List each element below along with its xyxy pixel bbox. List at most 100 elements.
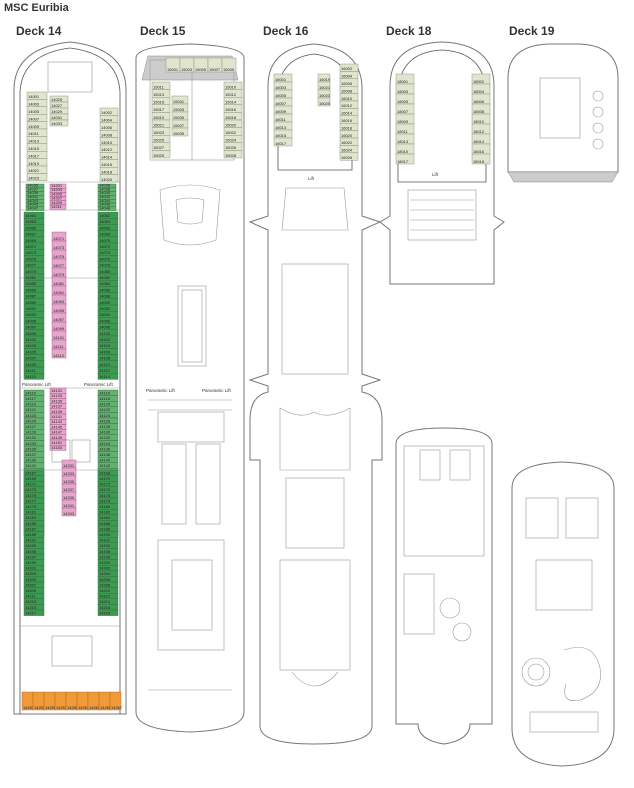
cabin-number: 14075 [25, 256, 37, 261]
cabin-number: 14216 [99, 605, 111, 610]
cabin-number: 15028 [225, 153, 237, 158]
deck-16-label: Deck 16 [263, 24, 309, 38]
cabin-number: 18010 [473, 119, 485, 124]
cabin-number: 14170 [99, 476, 111, 481]
cabin-number: 14192 [99, 538, 111, 543]
cabin-number: 14066 [99, 225, 111, 230]
cabin-number: 18014 [473, 139, 485, 144]
cabin-number: 14196 [99, 549, 111, 554]
cabin-number: 14101 [53, 335, 65, 340]
cabin-number: 14117 [25, 396, 37, 401]
cabin-number: 14086 [99, 287, 111, 292]
cabin-15039[interactable] [171, 127, 189, 137]
cabin-number: 14089 [25, 300, 37, 305]
panoramic-lift-label-14r: Panoramic Lift [84, 382, 114, 387]
cabin-number: 16012 [341, 103, 353, 108]
cabin-number: 14062 [99, 213, 111, 218]
cabin-number: 14231 [63, 463, 75, 468]
cabin-number: 14012 [101, 147, 113, 152]
deck-14-label: Deck 14 [16, 24, 62, 38]
cabin-number: 14205 [25, 577, 37, 582]
cabin-number: 14132 [99, 435, 111, 440]
cabin-14033[interactable] [49, 119, 69, 127]
cabin-number: 14142 [99, 463, 111, 468]
cabin-number: 14135 [51, 398, 63, 403]
cabin-number: 18016 [473, 149, 485, 154]
cabin-number: 15010 [225, 84, 237, 89]
cabin-number: 14076 [99, 256, 111, 261]
cabin-number: 14044 [99, 198, 111, 203]
cabin-14020[interactable] [99, 174, 119, 183]
cabin-number: 14016 [101, 162, 113, 167]
cabin-number: 14013 [28, 139, 40, 144]
cabin-16017[interactable] [273, 137, 293, 147]
cabin-number: 14140 [99, 458, 111, 463]
cabin-14023[interactable] [26, 173, 48, 181]
cabin-number: 14047 [27, 205, 39, 210]
cabin-number: 14149 [51, 435, 63, 440]
cabin-number: 14083 [25, 281, 37, 286]
cabin-number: 14077 [53, 263, 65, 268]
cabin-number: 14138 [99, 452, 111, 457]
cabin-number: 16024 [341, 148, 353, 153]
cabin-number: 18006 [473, 99, 485, 104]
deck-14-plan[interactable]: 1400114003140051400714009140111401314015… [13, 41, 127, 715]
cabin-14114[interactable] [97, 373, 119, 380]
cabin-number: 14079 [53, 272, 65, 277]
cabin-number: 14099 [25, 331, 37, 336]
cabin-14048[interactable] [97, 206, 117, 211]
cabin-14047[interactable] [25, 206, 45, 211]
panoramic-lift-label-15l: Panoramic Lift [146, 388, 176, 393]
cabin-14113[interactable] [23, 373, 45, 380]
cabin-number: 14095 [25, 318, 37, 323]
cabin-18017[interactable] [395, 153, 415, 165]
cabin-number: 15037 [173, 123, 185, 128]
cabin-14218[interactable] [97, 609, 119, 616]
cabin-14113[interactable] [51, 348, 67, 359]
cabin-14153[interactable] [49, 445, 67, 451]
cabin-number: 14235 [63, 479, 75, 484]
deck-16-plan[interactable]: 1600116003160051600716009160111601316015… [248, 43, 383, 745]
cabin-number: 14153 [51, 445, 63, 450]
cabin-number: 15013 [153, 92, 165, 97]
deck-18-plan[interactable]: 1800118003180051800718009180111801318015… [379, 41, 505, 745]
cabin-number: 14040 [99, 190, 111, 195]
cabin-15029[interactable] [151, 150, 171, 159]
cabin-number: 14099 [53, 326, 65, 331]
cabin-number: 15031 [173, 99, 185, 104]
cabin-number: 14121 [25, 407, 37, 412]
cabin-number: 14093 [25, 312, 37, 317]
cabin-number: 18008 [473, 109, 485, 114]
cabin-number: 15020 [225, 122, 237, 127]
cabin-number: 14073 [25, 250, 37, 255]
cabin-number: 14133 [25, 441, 37, 446]
cabin-number: 16018 [341, 125, 353, 130]
cabin-16026[interactable] [339, 152, 359, 161]
cabin-number: 16023 [319, 93, 331, 98]
cabin-number: 14255 [45, 705, 57, 710]
cabin-number: 14168 [99, 470, 111, 475]
cabin-number: 14073 [53, 245, 65, 250]
cabin-number: 14207 [25, 582, 37, 587]
cabin-14243[interactable] [61, 507, 77, 517]
cabin-number: 14261 [78, 705, 90, 710]
cabin-number: 15009 [223, 67, 235, 72]
cabin-15009[interactable] [221, 57, 237, 73]
cabin-15028[interactable] [223, 150, 243, 159]
cabin-number: 14173 [25, 487, 37, 492]
cabin-16025[interactable] [317, 97, 331, 107]
cabin-14211[interactable] [49, 204, 67, 210]
deck-19-plan[interactable] [507, 43, 619, 767]
cabin-18018[interactable] [471, 153, 491, 165]
cabin-number: 14131 [51, 388, 63, 393]
cabin-number: 14019 [28, 161, 40, 166]
cabin-number: 15026 [225, 145, 237, 150]
cabin-14217[interactable] [23, 609, 45, 616]
cabin-14267[interactable] [109, 691, 122, 711]
cabin-number: 14122 [99, 407, 111, 412]
cabin-number: 14134 [99, 441, 111, 446]
cabin-number: 15033 [173, 107, 185, 112]
cabin-number: 14199 [25, 560, 37, 565]
cabin-number: 14105 [25, 349, 37, 354]
